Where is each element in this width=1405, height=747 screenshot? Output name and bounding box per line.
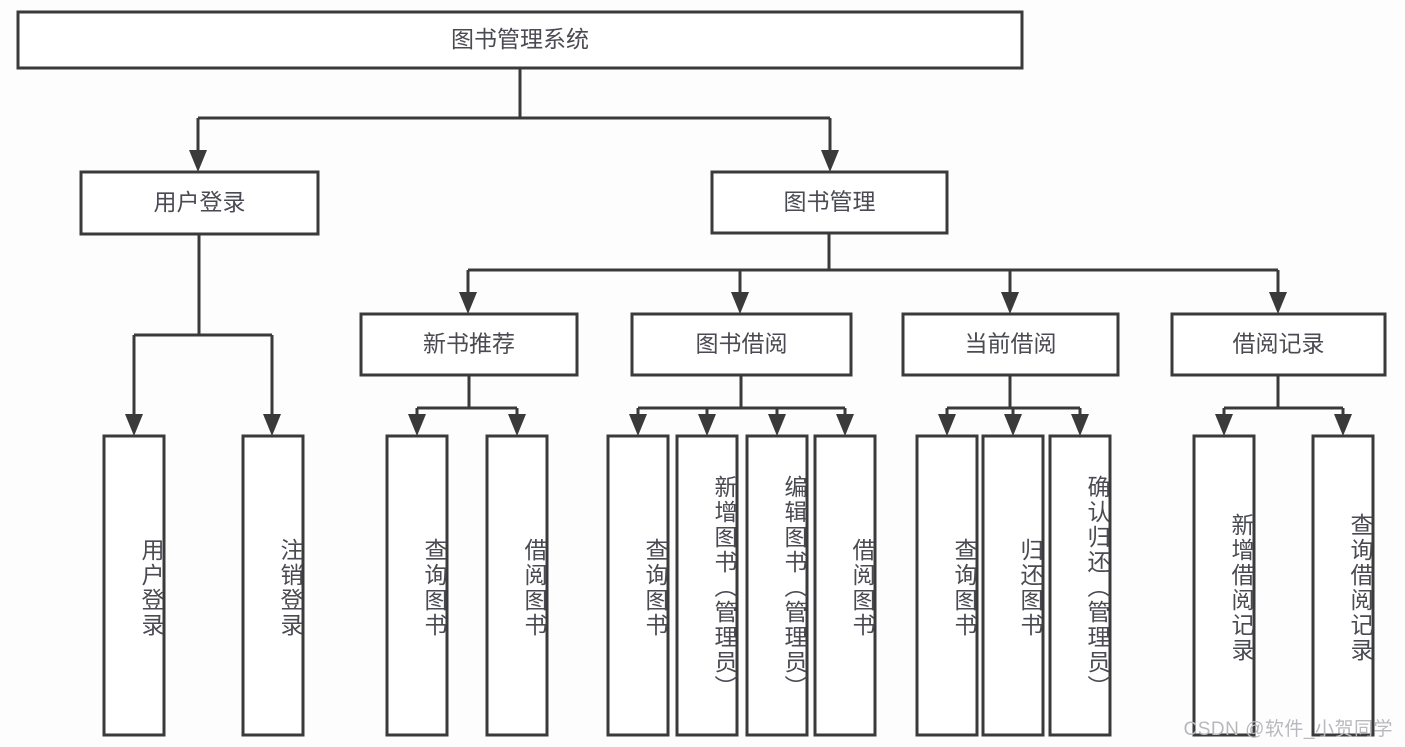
arrow-head-icon	[408, 414, 426, 436]
node-leaf-box-3[interactable]	[485, 434, 549, 737]
arrow-head-icon	[1001, 292, 1019, 314]
node-root-label: 图书管理系统	[451, 26, 589, 52]
arrow-head-icon	[125, 414, 143, 436]
node-leaf-box-5[interactable]	[675, 434, 739, 737]
arrow-head-icon	[629, 414, 647, 436]
arrow-head-icon	[189, 150, 207, 172]
arrow-head-icon	[938, 414, 956, 436]
node-box-layer	[16, 10, 1387, 737]
node-level3-label-1: 图书借阅	[696, 331, 788, 357]
node-leaf-box-6[interactable]	[745, 434, 809, 737]
arrow-head-icon	[768, 414, 786, 436]
node-level2-label-1: 图书管理	[784, 189, 876, 215]
node-level3-box-1[interactable]	[630, 312, 853, 377]
node-leaf-box-9[interactable]	[981, 434, 1045, 737]
arrow-head-icon	[263, 414, 281, 436]
node-leaf-box-12[interactable]	[1311, 434, 1375, 737]
node-level3-box-3[interactable]	[1170, 312, 1387, 377]
arrow-head-icon	[508, 414, 526, 436]
watermark-text: CSDN @软件_小贺同学	[1183, 719, 1393, 740]
node-leaf-box-1[interactable]	[241, 434, 305, 737]
node-level2-label-0: 用户登录	[154, 189, 246, 215]
arrow-head-icon	[1004, 414, 1022, 436]
arrow-head-icon	[821, 150, 839, 172]
arrow-head-icon	[1334, 414, 1352, 436]
arrow-head-icon	[836, 414, 854, 436]
node-leaf-box-0[interactable]	[102, 434, 166, 737]
node-level3-label-3: 借阅记录	[1233, 331, 1325, 357]
node-level2-box-1[interactable]	[710, 170, 949, 235]
node-leaf-box-4[interactable]	[606, 434, 670, 737]
node-leaf-box-2[interactable]	[385, 434, 449, 737]
node-leaf-box-10[interactable]	[1048, 434, 1112, 737]
node-leaf-box-7[interactable]	[813, 434, 877, 737]
arrow-head-icon	[731, 292, 749, 314]
arrow-head-icon	[1215, 414, 1233, 436]
arrow-head-icon	[1071, 414, 1089, 436]
node-level2-box-0[interactable]	[79, 170, 320, 236]
node-level3-label-2: 当前借阅	[965, 331, 1057, 357]
node-root-box[interactable]	[16, 10, 1024, 70]
node-level3-box-0[interactable]	[359, 312, 579, 377]
arrow-head-icon	[459, 292, 477, 314]
node-leaf-box-11[interactable]	[1192, 434, 1256, 737]
arrow-head-icon	[698, 414, 716, 436]
node-level3-box-2[interactable]	[901, 312, 1120, 377]
node-level3-label-0: 新书推荐	[423, 331, 515, 357]
node-leaf-box-8[interactable]	[915, 434, 979, 737]
connector-layer	[125, 68, 1352, 436]
arrow-head-icon	[1269, 292, 1287, 314]
